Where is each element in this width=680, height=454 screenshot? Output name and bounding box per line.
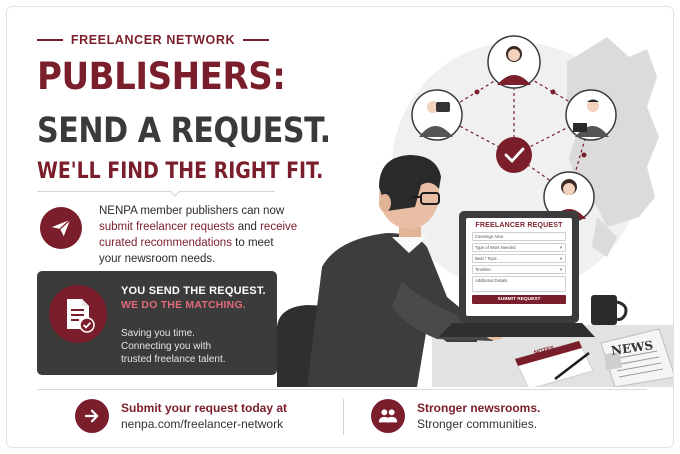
- form-title: FREELANCER REQUEST: [475, 222, 563, 229]
- freelancer-request-form: FREELANCER REQUEST Coverage Area Type of…: [466, 218, 572, 316]
- tagline-line-2: Stronger communities.: [417, 417, 538, 431]
- newsroom-illustration: [277, 35, 673, 387]
- callout-heading-1: YOU SEND THE REQUEST.: [121, 285, 266, 297]
- intro-highlight-requests: submit freelancer requests: [99, 221, 235, 233]
- coverage-area-field[interactable]: Coverage Area: [472, 232, 566, 241]
- additional-details-textarea[interactable]: Additional Details: [472, 276, 566, 292]
- matching-callout: YOU SEND THE REQUEST. WE DO THE MATCHING…: [37, 271, 277, 375]
- paper-plane-icon: [40, 207, 82, 249]
- cta-link[interactable]: nenpa.com/freelancer-network: [121, 417, 284, 431]
- tagline-line-1: Stronger newsrooms.: [417, 401, 541, 415]
- flyer-card: FREELANCER NETWORK PUBLISHERS: SEND A RE…: [6, 6, 674, 448]
- headline-line-1: PUBLISHERS:: [37, 55, 286, 98]
- beat-topic-select[interactable]: Beat / Topic▼: [472, 254, 566, 263]
- eyebrow: FREELANCER NETWORK: [37, 33, 269, 47]
- intro-highlight-recommendations: receive curated recommendations: [99, 221, 298, 249]
- arrow-right-icon: [75, 399, 109, 433]
- eyebrow-text: FREELANCER NETWORK: [70, 33, 236, 47]
- eyebrow-rule-left: [37, 39, 63, 41]
- eyebrow-rule-right: [243, 39, 269, 41]
- timeline-select[interactable]: Timeline▼: [472, 265, 566, 274]
- callout-heading-2: WE DO THE MATCHING.: [121, 299, 246, 311]
- chevron-down-icon: ▼: [559, 256, 563, 261]
- intro-text: NENPA member publishers can now submit f…: [99, 205, 298, 265]
- headline-line-3: WE'LL FIND THE RIGHT FIT.: [37, 159, 324, 184]
- document-check-icon: [49, 285, 107, 343]
- callout-body: Saving you time. Connecting you with tru…: [121, 328, 226, 365]
- people-icon: [371, 399, 405, 433]
- cta-heading: Submit your request today at: [121, 401, 288, 415]
- chevron-down-icon: ▼: [559, 267, 563, 272]
- chevron-down-icon: ▼: [559, 245, 563, 250]
- headline-line-2: SEND A REQUEST.: [37, 111, 331, 151]
- type-of-work-select[interactable]: Type of Work Needed▼: [472, 243, 566, 252]
- headline-divider: [37, 185, 275, 197]
- footer-divider: [37, 389, 647, 390]
- footer-separator: [343, 399, 344, 435]
- submit-request-button[interactable]: SUBMIT REQUEST: [472, 295, 566, 304]
